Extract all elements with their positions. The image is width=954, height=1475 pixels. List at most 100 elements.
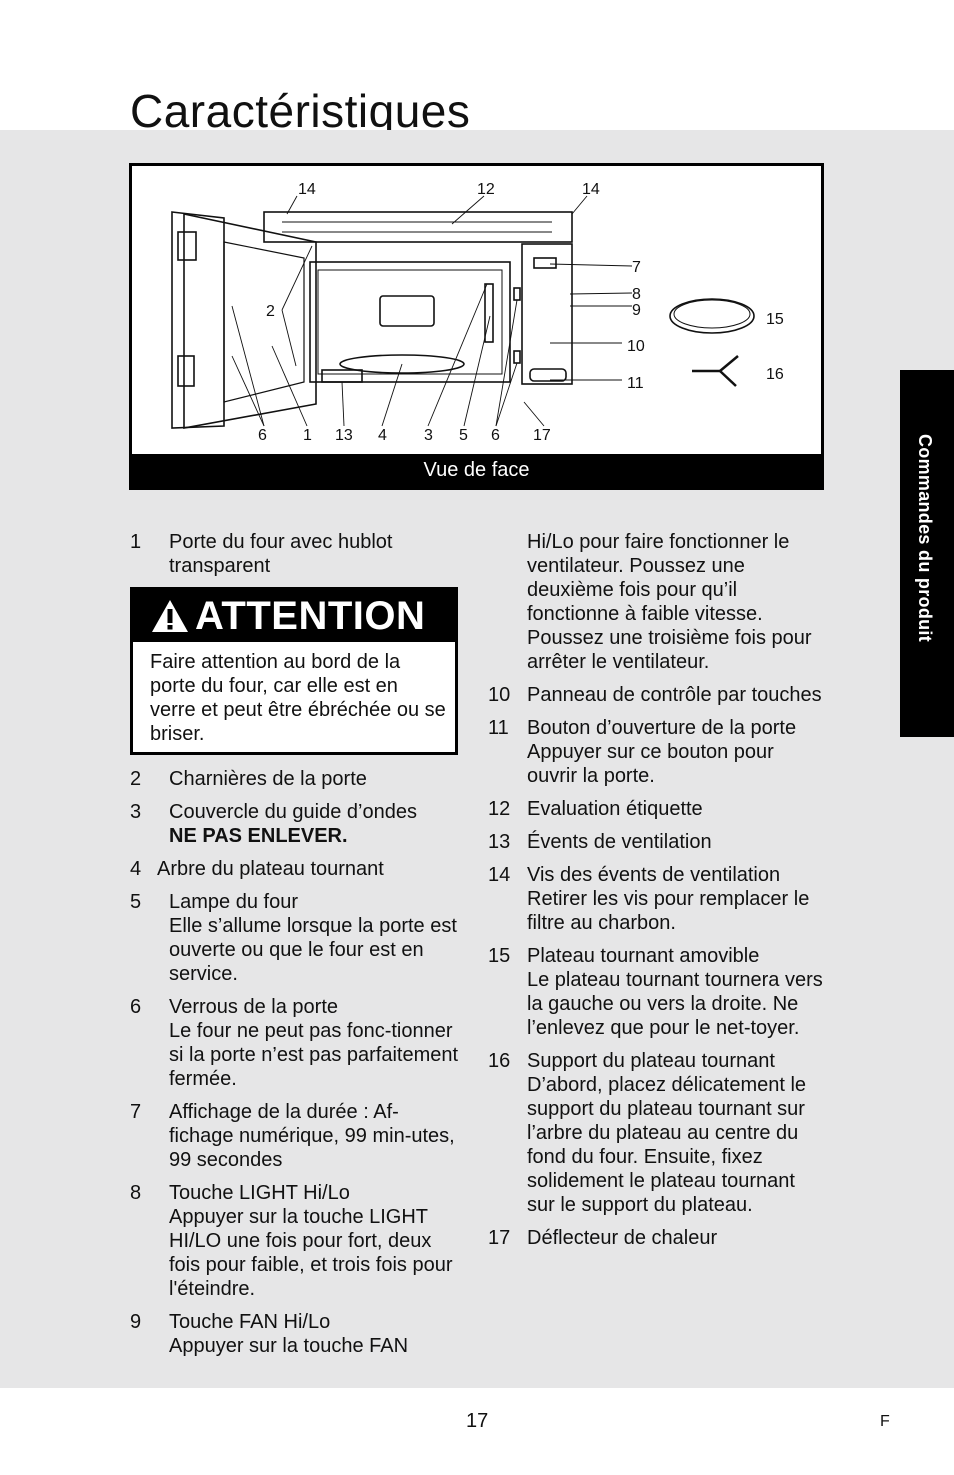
- item-number: 15: [488, 945, 511, 967]
- features-left-column: 1 Porte du four avec hublot transparent …: [130, 530, 460, 1367]
- callout-1: 1: [303, 427, 312, 444]
- item-text: Bouton d’ouverture de la porte: [527, 717, 797, 739]
- item-warning: NE PAS ENLEVER.: [169, 825, 348, 847]
- item-number: 8: [130, 1182, 142, 1204]
- figure-caption: Vue de face: [132, 454, 821, 487]
- item-description: Elle s’allume lorsque la porte est ouver…: [169, 915, 457, 985]
- list-item-continued: Hi/Lo pour faire fonctionner le ventilat…: [488, 530, 828, 674]
- list-item: 7 Affichage de la durée : Af-fichage num…: [130, 1100, 460, 1172]
- item-text: Arbre du plateau tournant: [157, 858, 384, 880]
- section-side-tab: Commandes du produit: [900, 370, 954, 737]
- callout-4: 4: [378, 427, 387, 444]
- item-number: 1: [130, 531, 142, 553]
- list-item: 5 Lampe du four Elle s’allume lorsque la…: [130, 890, 460, 986]
- item-number: 2: [130, 768, 142, 790]
- item-description: D’abord, placez délicatement le support …: [527, 1074, 807, 1216]
- list-item: 6 Verrous de la porte Le four ne peut pa…: [130, 995, 460, 1091]
- callout-7: 7: [632, 259, 641, 276]
- turntable-base: [339, 354, 465, 374]
- callout-11: 11: [627, 375, 644, 392]
- item-text: Évents de ventilation: [527, 831, 712, 853]
- item-description: Appuyer sur la touche FAN: [169, 1335, 409, 1357]
- item-number-empty: [488, 530, 527, 674]
- callout-2: 2: [266, 303, 275, 320]
- callout-5: 5: [459, 427, 468, 444]
- callout-10: 10: [627, 338, 645, 355]
- item-text: Affichage de la durée : Af-fichage numér…: [169, 1101, 455, 1171]
- warning-icon: [152, 600, 188, 632]
- item-number: 3: [130, 801, 142, 823]
- callout-6a: 6: [258, 427, 267, 444]
- item-text: Lampe du four: [169, 891, 298, 913]
- item-number: 12: [488, 798, 511, 820]
- attention-heading: ATTENTION: [195, 594, 426, 638]
- item-description: Le plateau tournant tournera vers la gau…: [527, 969, 823, 1039]
- list-item: 8 Touche LIGHT Hi/Lo Appuyer sur la touc…: [130, 1181, 460, 1301]
- item-number: 13: [488, 831, 511, 853]
- front-view-figure: 14 12 14 7 8 9 10 11 2 15 16 6 1 13 4 3 …: [129, 163, 824, 490]
- item-text: Porte du four avec hublot transparent: [169, 531, 393, 577]
- attention-text: Faire attention au bord de la porte du f…: [150, 651, 446, 745]
- item-text: Charnières de la porte: [169, 768, 367, 790]
- list-item: 14 Vis des évents de ventilation Retirer…: [488, 863, 828, 935]
- language-marker: F: [880, 1413, 890, 1430]
- list-item: 11 Bouton d’ouverture de la porte Appuye…: [488, 716, 828, 788]
- oven-window: [379, 295, 435, 327]
- callout-9: 9: [632, 302, 641, 319]
- oven-cavity: [309, 261, 511, 383]
- attention-box: ATTENTION Faire attention au bord de la …: [130, 587, 458, 755]
- turntable-plate: [669, 298, 755, 334]
- callout-8: 8: [632, 286, 641, 303]
- callout-13: 13: [335, 427, 353, 444]
- list-item: 13 Évents de ventilation: [488, 830, 828, 854]
- list-item: 16 Support du plateau tournant D’abord, …: [488, 1049, 828, 1217]
- callout-14b: 14: [582, 181, 600, 198]
- item-number: 7: [130, 1101, 142, 1123]
- item-number: 4: [130, 858, 142, 880]
- item-number: 16: [488, 1050, 511, 1072]
- item-text: Support du plateau tournant: [527, 1050, 775, 1072]
- vent-outline: [263, 211, 573, 243]
- item-text: Touche LIGHT Hi/Lo: [169, 1182, 350, 1204]
- item-text: Couvercle du guide d’ondes: [169, 801, 417, 823]
- item-description: Appuyer sur la touche LIGHT HI/LO une fo…: [169, 1206, 453, 1300]
- list-item: 4 Arbre du plateau tournant: [130, 857, 460, 881]
- item-text: Plateau tournant amovible: [527, 945, 760, 967]
- control-panel-outline: [521, 243, 573, 385]
- item-number: 10: [488, 684, 511, 706]
- callout-15: 15: [766, 311, 784, 328]
- item-number: 17: [488, 1227, 511, 1249]
- callout-6b: 6: [491, 427, 500, 444]
- page-number: 17: [466, 1410, 489, 1432]
- item-text: Verrous de la porte: [169, 996, 338, 1018]
- list-item: 1 Porte du four avec hublot transparent: [130, 530, 460, 578]
- list-item: 3 Couvercle du guide d’ondes NE PAS ENLE…: [130, 800, 460, 848]
- item-description: Appuyer sur ce bouton pour ouvrir la por…: [527, 741, 774, 787]
- callout-12: 12: [477, 181, 495, 198]
- item-number: 14: [488, 864, 511, 886]
- item-number: 9: [130, 1311, 142, 1333]
- features-right-column: Hi/Lo pour faire fonctionner le ventilat…: [488, 530, 828, 1259]
- list-item: 10 Panneau de contrôle par touches: [488, 683, 828, 707]
- item-text: Déflecteur de chaleur: [527, 1227, 718, 1249]
- list-item: 17 Déflecteur de chaleur: [488, 1226, 828, 1250]
- attention-header: ATTENTION: [133, 590, 455, 642]
- item-description: Retirer les vis pour remplacer le filtre…: [527, 888, 810, 934]
- list-item: 15 Plateau tournant amovible Le plateau …: [488, 944, 828, 1040]
- list-item: 12 Evaluation étiquette: [488, 797, 828, 821]
- item-number: 5: [130, 891, 142, 913]
- callout-16: 16: [766, 366, 784, 383]
- side-tab-label: Commandes du produit: [915, 434, 935, 642]
- microwave-diagram: 14 12 14 7 8 9 10 11 2 15 16 6 1 13 4 3 …: [171, 181, 784, 444]
- item-description: Hi/Lo pour faire fonctionner le ventilat…: [527, 531, 812, 673]
- item-text: Evaluation étiquette: [527, 798, 703, 820]
- page-title: Caractéristiques: [130, 85, 471, 137]
- item-text: Vis des évents de ventilation: [527, 864, 781, 886]
- door-edge: [171, 211, 225, 429]
- callout-3: 3: [424, 427, 433, 444]
- item-text: Touche FAN Hi/Lo: [169, 1311, 331, 1333]
- item-text: Panneau de contrôle par touches: [527, 684, 822, 706]
- item-number: 11: [488, 717, 509, 739]
- callout-14a: 14: [298, 181, 316, 198]
- list-item: 9 Touche FAN Hi/Lo Appuyer sur la touche…: [130, 1310, 460, 1358]
